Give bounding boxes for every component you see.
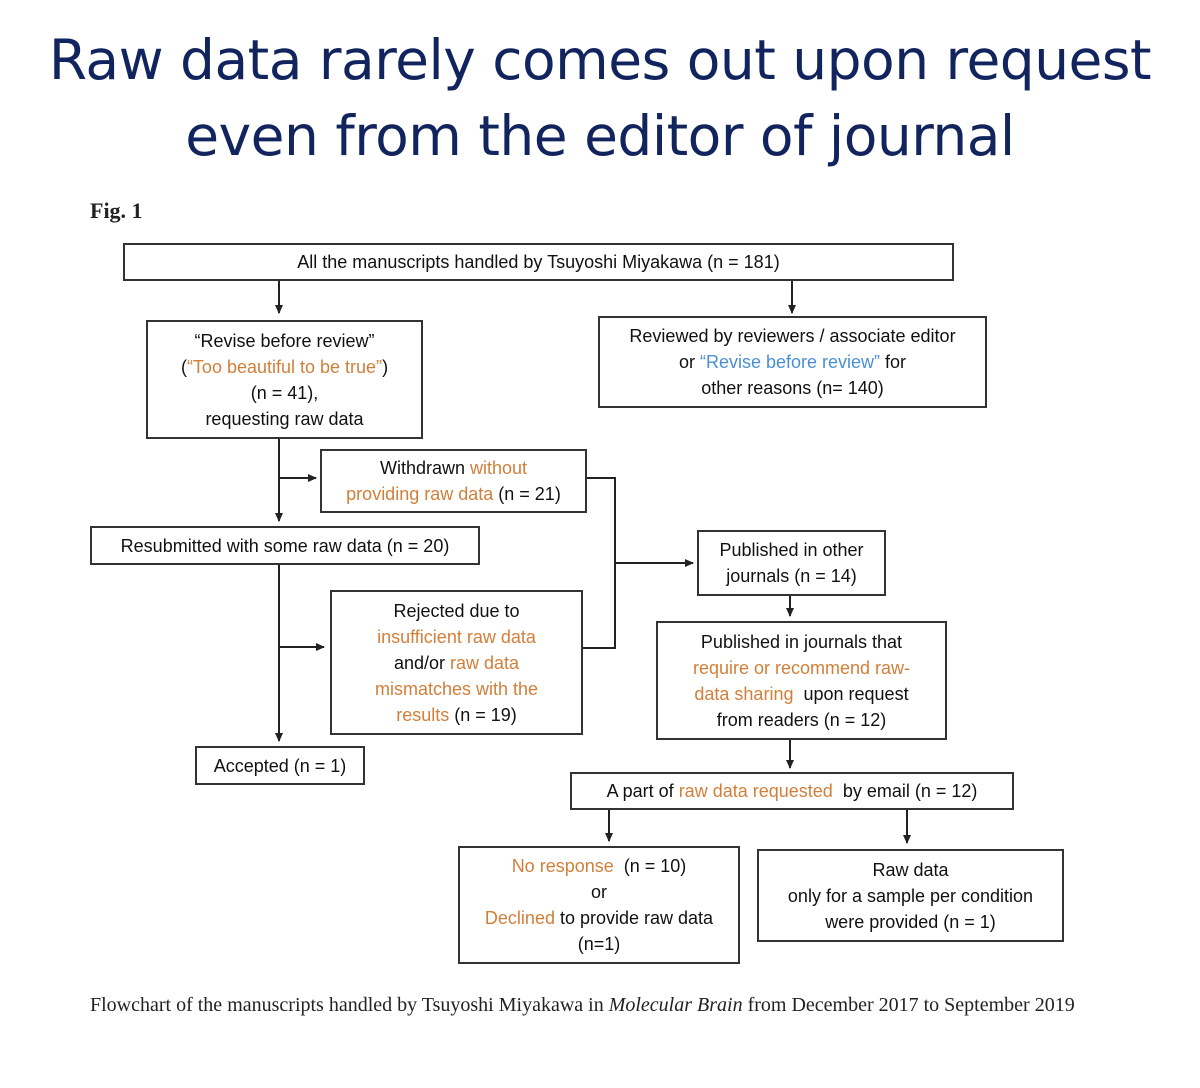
revise-quote: “Revise before review” bbox=[194, 330, 375, 351]
raw-sample-line-3: were provided (n = 1) bbox=[825, 911, 996, 932]
box-published-journals: Published in journals that require or re… bbox=[656, 621, 947, 740]
accepted-text: Accepted (n = 1) bbox=[213, 755, 347, 776]
withdrawn-without: without bbox=[470, 458, 528, 478]
published-other-line-1: Published in other bbox=[719, 540, 864, 560]
no-response-line-3: Declined to provide raw data bbox=[485, 905, 713, 931]
withdrawn-word: Withdrawn bbox=[379, 458, 465, 478]
published-journals-line-1: Published in journals that bbox=[700, 631, 903, 652]
title-line-1: Raw data rarely comes out upon request bbox=[48, 28, 1152, 92]
declined-text: Declined bbox=[484, 908, 555, 928]
caption-prefix: Flowchart of the manuscripts handled by … bbox=[90, 994, 604, 1016]
box-no-response: No response (n = 10) or Declined to prov… bbox=[458, 846, 740, 964]
revise-count: (n = 41), bbox=[250, 382, 319, 403]
rejected-count: (n = 19) bbox=[454, 704, 517, 725]
part-line: A part of raw data requested by email (n… bbox=[607, 778, 978, 804]
published-other-line-2: journals (n = 14) bbox=[726, 566, 857, 586]
no-response-or: or bbox=[590, 882, 607, 902]
box-part-requested: A part of raw data requested by email (n… bbox=[570, 772, 1014, 810]
no-response-count: (n = 10) bbox=[623, 856, 687, 876]
box-revise-before-review: “Revise before review” (“Too beautiful t… bbox=[146, 320, 423, 439]
withdrawn-count: (n = 21) bbox=[498, 484, 561, 504]
rejected-line-5: results (n = 19) bbox=[375, 702, 538, 728]
box-raw-sample: Raw data only for a sample per condition… bbox=[757, 849, 1064, 942]
published-journals-data-sharing: data sharing bbox=[694, 683, 794, 704]
box-resubmitted: Resubmitted with some raw data (n = 20) bbox=[90, 526, 480, 565]
part-prefix: A part of bbox=[606, 781, 674, 801]
published-journals-upon: upon request bbox=[803, 683, 909, 704]
box-published-other: Published in other journals (n = 14) bbox=[697, 530, 886, 596]
no-response-text: No response bbox=[511, 856, 614, 876]
withdrawn-line-2: providing raw data (n = 21) bbox=[346, 481, 561, 507]
declined-provide: to provide raw data bbox=[559, 908, 714, 928]
withdrawn-providing: providing raw data bbox=[346, 484, 494, 504]
line-withdrawn-out bbox=[583, 477, 616, 649]
rejected-insufficient: insufficient raw data bbox=[377, 626, 536, 647]
published-journals-require: require or recommend raw- bbox=[692, 657, 911, 678]
rejected-andor: and/or bbox=[393, 652, 445, 673]
rejected-line-1: Rejected due to bbox=[393, 600, 520, 621]
resubmitted-text: Resubmitted with some raw data (n = 20) bbox=[120, 535, 450, 556]
revise-paren-line: (“Too beautiful to be true”) bbox=[181, 354, 388, 380]
page-title: Raw data rarely comes out upon request e… bbox=[0, 22, 1200, 174]
figure-caption: Flowchart of the manuscripts handled by … bbox=[90, 988, 1170, 1022]
rejected-line-3: and/or raw data bbox=[375, 650, 538, 676]
rejected-raw-data: raw data bbox=[450, 652, 520, 673]
withdrawn-line-1: Withdrawn without bbox=[346, 455, 561, 481]
box-all-manuscripts: All the manuscripts handled by Tsuyoshi … bbox=[123, 243, 954, 281]
box-accepted: Accepted (n = 1) bbox=[195, 746, 365, 785]
no-response-count-2: (n=1) bbox=[577, 934, 621, 954]
rejected-results: results bbox=[396, 704, 450, 725]
reviewed-line-1: Reviewed by reviewers / associate editor bbox=[629, 326, 956, 346]
reviewed-revise-quote: “Revise before review” bbox=[699, 352, 881, 372]
part-requested: raw data requested bbox=[678, 781, 833, 801]
box-reviewed: Reviewed by reviewers / associate editor… bbox=[598, 316, 987, 408]
no-response-line-1: No response (n = 10) bbox=[485, 853, 713, 879]
reviewed-line-3: other reasons (n= 140) bbox=[701, 378, 884, 398]
raw-sample-line-1: Raw data bbox=[872, 859, 949, 880]
close-paren: ) bbox=[382, 356, 389, 377]
published-journals-line-3: data sharing upon request bbox=[693, 681, 910, 707]
part-suffix: by email (n = 12) bbox=[842, 781, 978, 801]
caption-journal: Molecular Brain bbox=[608, 994, 743, 1016]
rejected-mismatches: mismatches with the bbox=[374, 678, 539, 699]
box-withdrawn: Withdrawn without providing raw data (n … bbox=[320, 449, 587, 513]
figure-label: Fig. 1 bbox=[90, 198, 143, 223]
open-paren: ( bbox=[180, 356, 187, 377]
too-beautiful-text: “Too beautiful to be true” bbox=[186, 356, 383, 377]
title-line-2: even from the editor of journal bbox=[185, 104, 1015, 168]
published-journals-line-4: from readers (n = 12) bbox=[716, 709, 887, 730]
caption-suffix: from December 2017 to September 2019 bbox=[747, 994, 1075, 1016]
revise-requesting: requesting raw data bbox=[205, 408, 364, 429]
box-all-text: All the manuscripts handled by Tsuyoshi … bbox=[297, 252, 780, 272]
reviewed-for: for bbox=[885, 352, 907, 372]
raw-sample-line-2: only for a sample per condition bbox=[787, 885, 1034, 906]
reviewed-line-2: or “Revise before review” for bbox=[629, 349, 955, 375]
box-rejected: Rejected due to insufficient raw data an… bbox=[330, 590, 583, 735]
reviewed-or: or bbox=[678, 352, 695, 372]
